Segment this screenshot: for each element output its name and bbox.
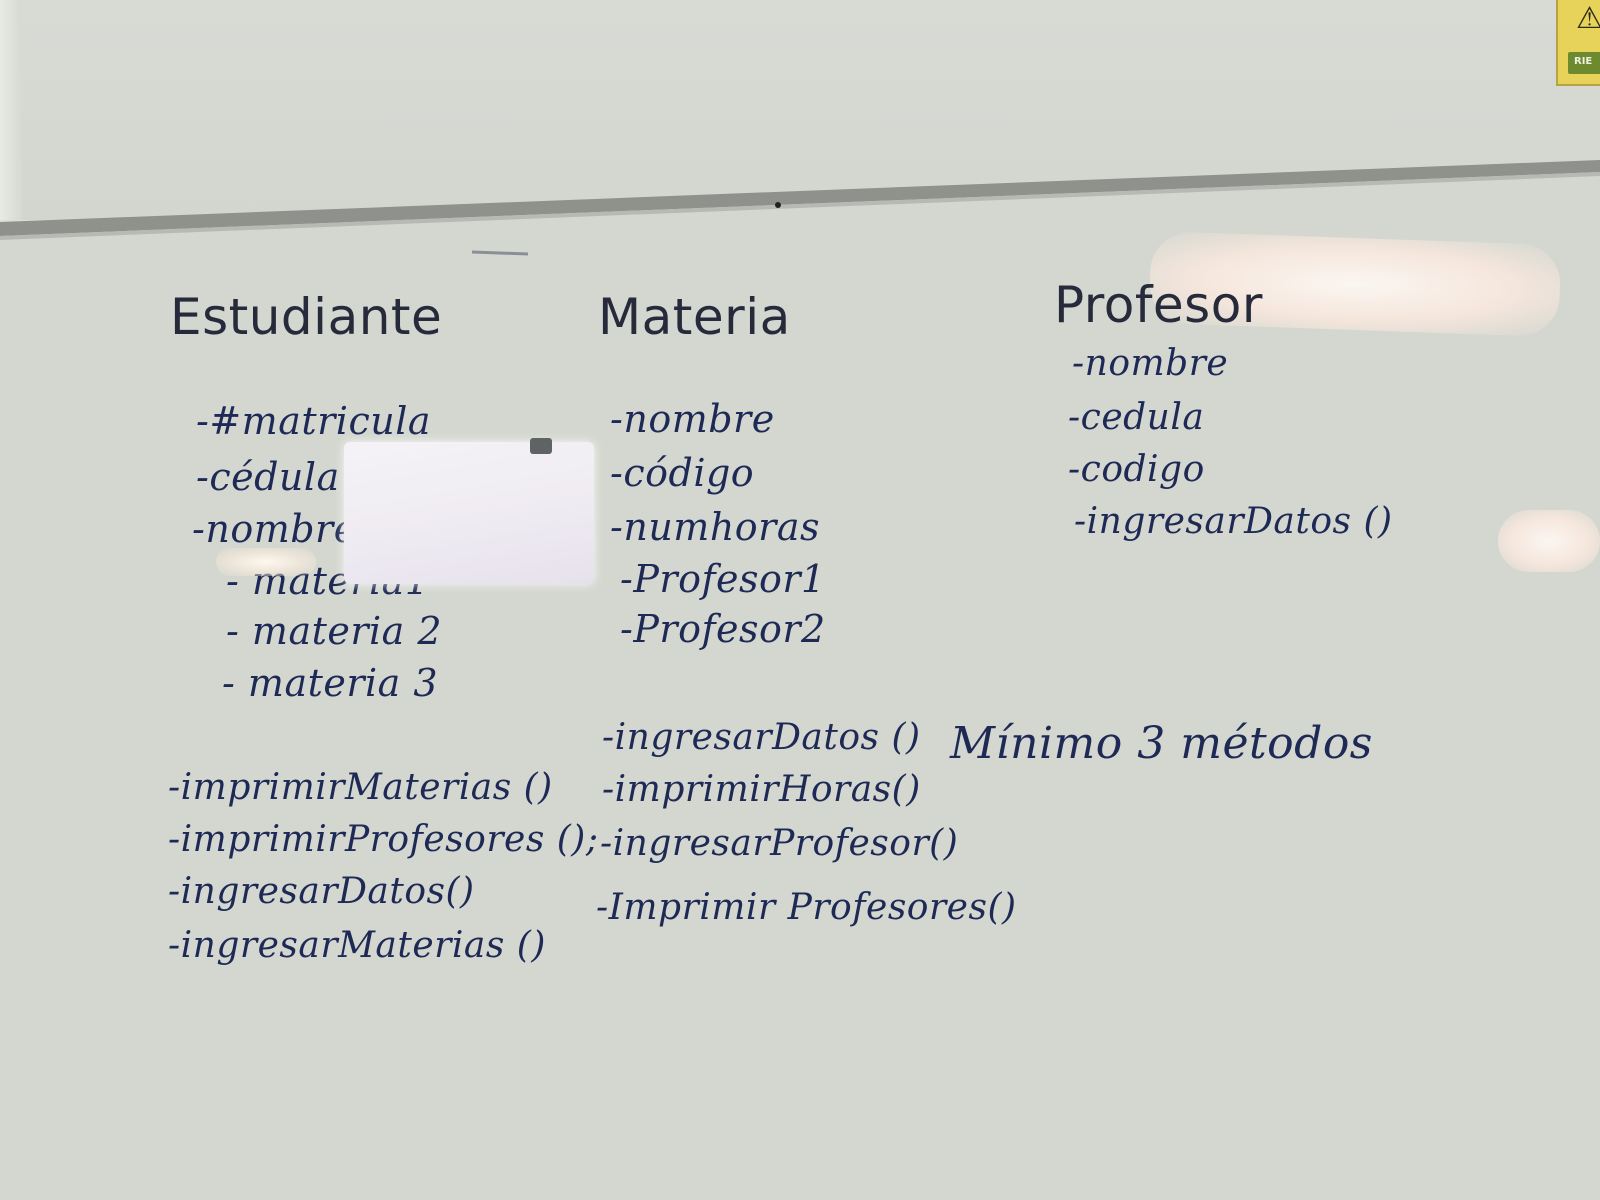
- materia-method: -ingresarProfesor(): [600, 823, 959, 864]
- estudiante-method: -imprimirMaterias (): [168, 767, 553, 808]
- taped-paper: [344, 442, 594, 584]
- materia-attribute: -numhoras: [610, 505, 820, 549]
- estudiante-title: Estudiante: [170, 288, 443, 346]
- materia-attribute: -Profesor1: [620, 557, 826, 601]
- estudiante-attribute: - materia 2: [226, 609, 443, 653]
- materia-method: -ingresarDatos (): [602, 717, 921, 758]
- materia-method: -Imprimir Profesores(): [596, 887, 1017, 928]
- materia-attribute: -Profesor2: [620, 607, 826, 651]
- estudiante-method: -ingresarMaterias (): [168, 925, 546, 966]
- materia-title: Materia: [598, 288, 791, 346]
- estudiante-method: -imprimirProfesores ();: [168, 819, 599, 860]
- profesor-attribute: -ingresarDatos (): [1074, 501, 1393, 542]
- warning-sign-icon: ⚠ RIE: [1556, 0, 1600, 86]
- wall-edge: [0, 0, 22, 220]
- estudiante-method: -ingresarDatos(): [168, 871, 475, 912]
- profesor-attribute: -nombre: [1072, 343, 1229, 384]
- minimum-methods-note: Mínimo 3 métodos: [950, 718, 1373, 769]
- estudiante-attribute: -#matricula: [196, 399, 432, 443]
- profesor-attribute: -codigo: [1068, 449, 1205, 490]
- profesor-attribute: -cedula: [1068, 397, 1205, 438]
- light-glare: [1498, 510, 1600, 572]
- profesor-title: Profesor: [1054, 276, 1263, 334]
- estudiante-attribute: -cédula: [196, 455, 340, 499]
- materia-attribute: -nombre: [610, 397, 775, 441]
- light-glare: [216, 548, 316, 576]
- materia-attribute: -código: [610, 451, 755, 495]
- estudiante-attribute: -nombre: [192, 507, 357, 551]
- magnet-icon: [530, 438, 552, 454]
- estudiante-attribute: - materia 3: [222, 661, 439, 705]
- materia-method: -imprimirHoras(): [602, 769, 921, 810]
